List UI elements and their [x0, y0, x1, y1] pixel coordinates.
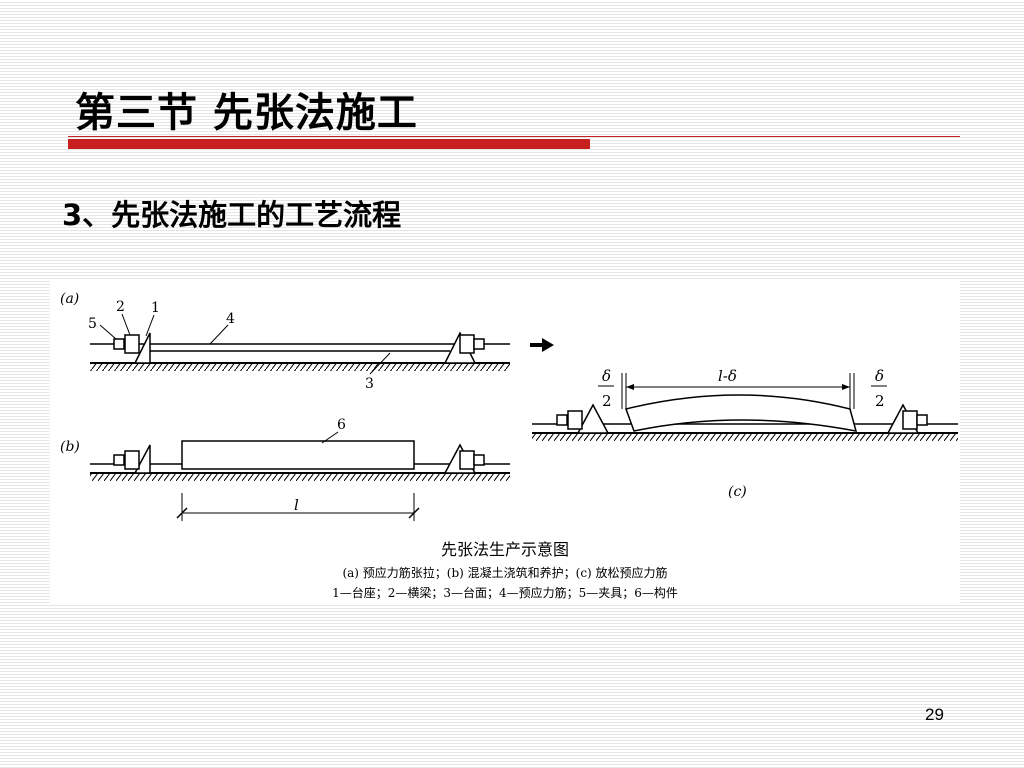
callout-3: 3: [365, 376, 374, 392]
ground-hatch-c: [532, 434, 958, 441]
dimension-l-minus-delta: l-δ: [718, 367, 737, 385]
dim-arrow-right-c: [842, 384, 850, 390]
delta-left-denominator: 2: [602, 392, 612, 410]
page-number: 29: [925, 705, 944, 724]
crossbeam-right-a: [459, 334, 475, 354]
clamp-right-b: [473, 454, 485, 466]
leader-5: [99, 324, 117, 340]
clamp-left-b: [113, 454, 125, 466]
crossbeam-left-a: [124, 334, 140, 354]
dim-tick-right-b: [408, 507, 420, 519]
crossbeam-left-c: [567, 410, 583, 430]
concrete-member: [181, 440, 415, 470]
crossbeam-right-b: [459, 450, 475, 470]
dimension-l: l: [294, 496, 299, 514]
title-rule-thick: [68, 139, 590, 149]
callout-6: 6: [337, 417, 346, 433]
leader-3: [369, 352, 391, 375]
panel-a: (a) 5 2 1 4 3: [60, 291, 554, 392]
cambered-member: [625, 394, 858, 432]
leader-2: [121, 313, 131, 336]
delta-right-numerator: δ: [875, 367, 884, 385]
leader-6: [321, 431, 339, 444]
callout-2: 2: [116, 299, 125, 315]
panel-c: l-δ δ 2 δ 2 (c): [532, 367, 958, 500]
dim-tick-left-b: [176, 507, 188, 519]
clamp-right-c: [916, 414, 928, 426]
slide-title: 第三节 先张法施工: [75, 90, 418, 136]
pretensioning-diagram: (a) 5 2 1 4 3: [60, 291, 958, 600]
callout-1: 1: [151, 300, 160, 316]
abutment-left-c: [576, 403, 610, 434]
callout-4: 4: [226, 311, 235, 327]
crossbeam-left-b: [124, 450, 140, 470]
delta-left-numerator: δ: [602, 367, 611, 385]
leader-4: [209, 324, 229, 345]
figure-caption: 先张法生产示意图 (a) 预应力筋张拉；(b) 混凝土浇筑和养护；(c) 放松预…: [332, 540, 678, 600]
delta-right-denominator: 2: [875, 392, 885, 410]
caption-line-1: (a) 预应力筋张拉；(b) 混凝土浇筑和养护；(c) 放松预应力筋: [342, 565, 667, 580]
process-arrow: [530, 338, 554, 352]
callout-5: 5: [88, 316, 97, 332]
dim-arrow-left-c: [626, 384, 634, 390]
caption-title: 先张法生产示意图: [441, 540, 569, 559]
panel-c-label: (c): [728, 484, 747, 500]
clamp-left-c: [556, 414, 568, 426]
clamp-left-a: [113, 338, 125, 350]
clamp-right-a: [473, 338, 485, 350]
panel-a-label: (a): [60, 291, 79, 307]
ground-hatch-a: [90, 364, 510, 371]
figure-panel: (a) 5 2 1 4 3: [50, 281, 960, 603]
crossbeam-right-c: [902, 410, 918, 430]
leader-1: [145, 314, 155, 337]
title-rule-thin: [68, 136, 960, 137]
abutment-left-a: [133, 332, 151, 364]
caption-line-2: 1—台座；2—横梁；3—台面；4—预应力筋；5—夹具；6—构件: [332, 585, 678, 600]
panel-b-label: (b): [60, 439, 80, 455]
slide-subtitle: 3、先张法施工的工艺流程: [62, 198, 402, 232]
ground-hatch-b: [90, 474, 510, 481]
panel-b: (b) 6 l: [60, 417, 510, 521]
